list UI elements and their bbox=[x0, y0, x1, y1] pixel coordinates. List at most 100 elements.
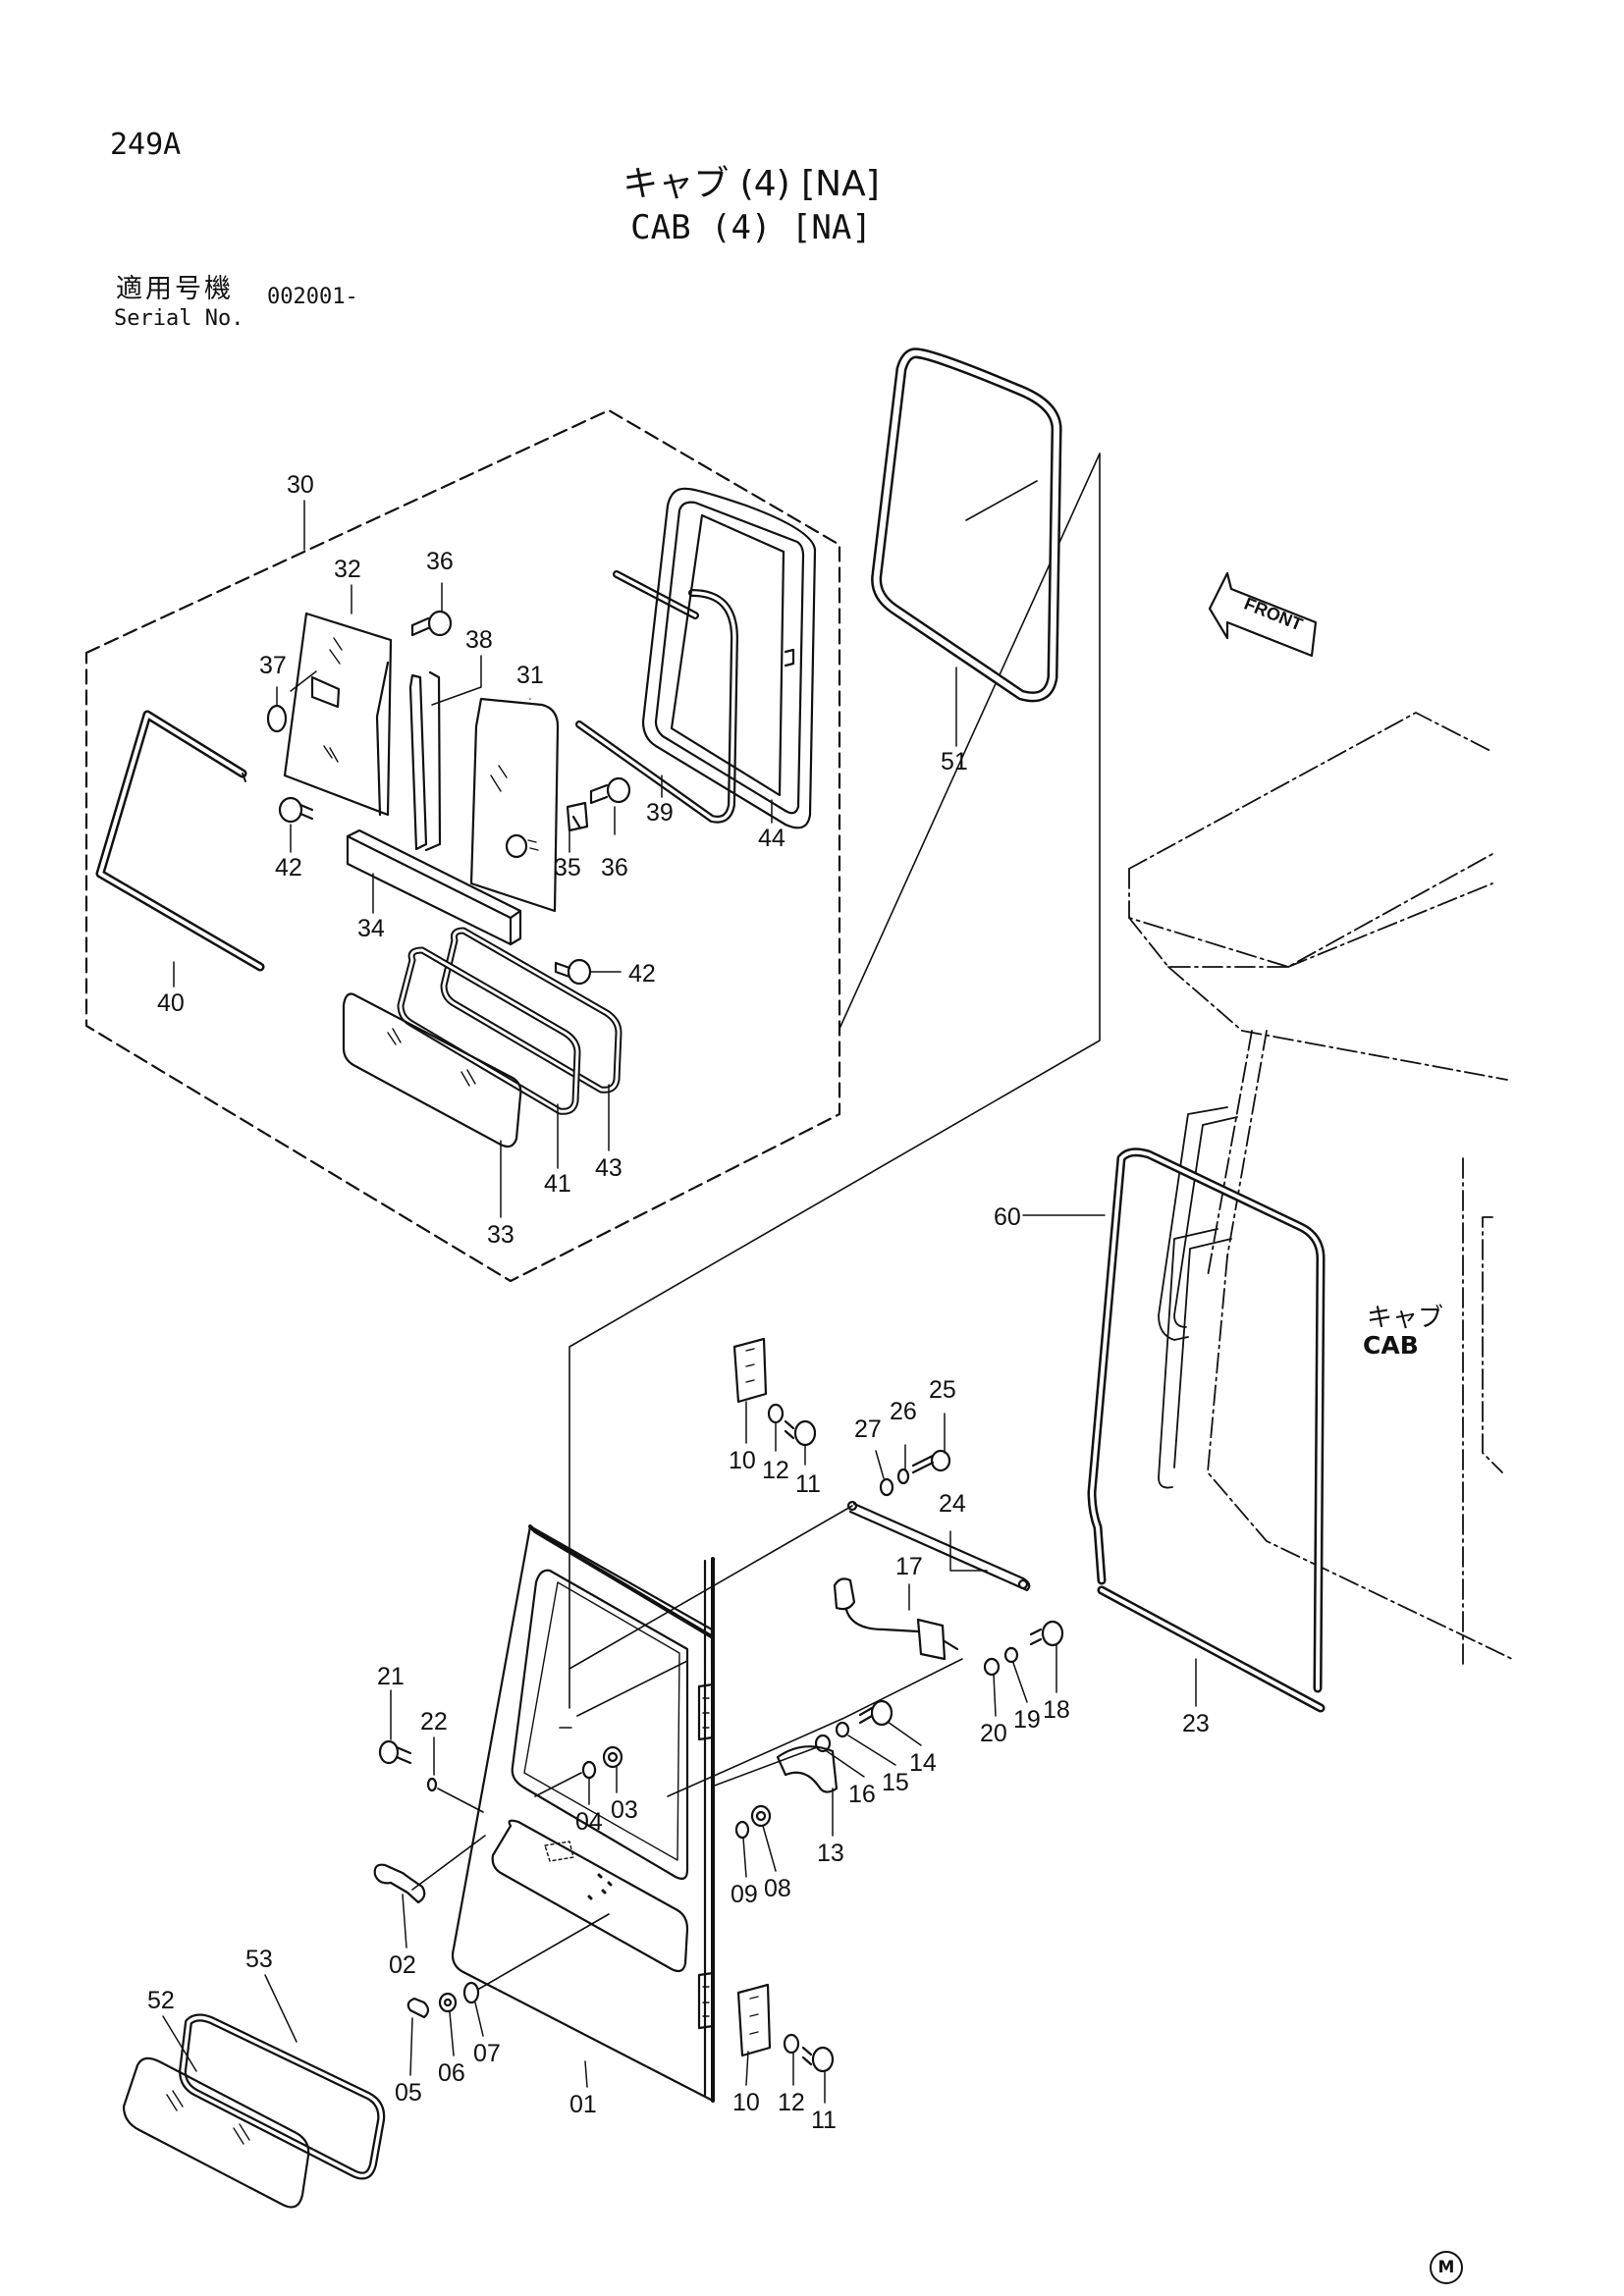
label-60: 60 bbox=[994, 1203, 1021, 1231]
nut-attach-line bbox=[534, 1772, 582, 1797]
label-26: 26 bbox=[890, 1398, 917, 1425]
label-21: 21 bbox=[377, 1663, 405, 1690]
label-27: 27 bbox=[854, 1415, 882, 1443]
label-35: 35 bbox=[554, 854, 581, 881]
bolt-11-lower bbox=[801, 2046, 835, 2073]
label-15: 15 bbox=[882, 1769, 909, 1796]
washer-09 bbox=[734, 1820, 750, 1840]
handle-attach-line bbox=[711, 1746, 818, 1788]
front-label: FRONT bbox=[1241, 594, 1305, 635]
model-mark: M bbox=[1430, 2251, 1463, 2284]
washer-16 bbox=[814, 1734, 832, 1753]
label-32: 32 bbox=[334, 556, 361, 583]
kit-to-door-leader bbox=[568, 453, 1101, 1709]
hinge-10-lower bbox=[736, 1983, 772, 2057]
leader-lines bbox=[162, 500, 1197, 2104]
channel-frame-39 bbox=[575, 570, 738, 824]
label-36-upper: 36 bbox=[426, 548, 454, 575]
bolt-25 bbox=[911, 1449, 951, 1474]
label-12-lower: 12 bbox=[778, 2089, 805, 2116]
washer-19 bbox=[1003, 1646, 1019, 1664]
label-23: 23 bbox=[1182, 1710, 1210, 1737]
rod-attach-line bbox=[559, 1505, 853, 1729]
serial-number-value: 002001- bbox=[267, 285, 358, 309]
screw-42-right bbox=[554, 958, 622, 986]
seal-43 bbox=[440, 927, 623, 1094]
door-hinge-lower bbox=[697, 1971, 715, 2030]
bolt-attach-line bbox=[437, 1788, 484, 1813]
seal-strip-23 bbox=[1097, 1585, 1326, 1713]
stay-rod-24 bbox=[846, 1500, 1031, 1592]
label-10-lower: 10 bbox=[732, 2089, 760, 2116]
door-hinge-upper bbox=[697, 1682, 715, 1741]
bolt-11-upper bbox=[784, 1419, 817, 1447]
label-51: 51 bbox=[941, 748, 968, 775]
label-40: 40 bbox=[157, 989, 185, 1017]
screw-36-lower bbox=[589, 776, 631, 805]
washer-12-upper bbox=[767, 1403, 785, 1424]
handle-13 bbox=[776, 1745, 839, 1793]
label-10-upper: 10 bbox=[729, 1447, 756, 1474]
label-14: 14 bbox=[909, 1749, 937, 1777]
label-44: 44 bbox=[758, 825, 785, 852]
label-05: 05 bbox=[395, 2079, 422, 2107]
label-11-lower: 11 bbox=[811, 2107, 837, 2134]
latch-17 bbox=[833, 1577, 959, 1661]
label-53: 53 bbox=[245, 1946, 273, 1973]
window-frame-44 bbox=[641, 487, 817, 829]
label-19: 19 bbox=[1013, 1706, 1041, 1734]
window-kit-group-outline bbox=[84, 408, 841, 1283]
label-24: 24 bbox=[939, 1490, 966, 1518]
door-seal-60 bbox=[1087, 1148, 1326, 1693]
washer-26 bbox=[896, 1468, 910, 1485]
label-12-upper: 12 bbox=[762, 1457, 789, 1484]
label-34: 34 bbox=[357, 915, 385, 942]
label-30: 30 bbox=[287, 471, 314, 499]
label-01: 01 bbox=[569, 2091, 597, 2118]
washer-22 bbox=[426, 1777, 438, 1792]
bolt-14 bbox=[858, 1699, 893, 1727]
label-13: 13 bbox=[817, 1840, 844, 1867]
washer-04 bbox=[581, 1760, 597, 1780]
cab-label-japanese: キャブ bbox=[1367, 1304, 1444, 1333]
glass-52 bbox=[122, 2056, 310, 2209]
part-number-labels: 30 32 36 37 38 31 39 44 51 40 42 34 35 3… bbox=[147, 471, 1210, 2134]
label-33: 33 bbox=[487, 1221, 514, 1249]
label-07: 07 bbox=[473, 2040, 501, 2067]
label-36-lower: 36 bbox=[601, 854, 628, 881]
nut-06 bbox=[438, 1992, 458, 2013]
washer-07 bbox=[462, 1981, 480, 2004]
channel-seal-40 bbox=[95, 710, 265, 972]
washer-27 bbox=[879, 1477, 894, 1497]
label-06: 06 bbox=[438, 2059, 465, 2087]
door-01 bbox=[451, 1524, 715, 2103]
label-08: 08 bbox=[764, 1875, 791, 1902]
cab-body bbox=[1128, 712, 1513, 1670]
bolt-18 bbox=[1029, 1620, 1064, 1647]
channel-38 bbox=[408, 670, 442, 852]
label-02: 02 bbox=[389, 1951, 416, 1979]
catch-attach-line bbox=[478, 1913, 610, 1990]
nut-03 bbox=[602, 1745, 623, 1769]
label-42-left: 42 bbox=[275, 854, 302, 881]
rail-34 bbox=[346, 828, 522, 946]
screw-36-upper bbox=[410, 610, 453, 637]
label-37: 37 bbox=[259, 652, 287, 679]
front-direction-arrow: FRONT bbox=[1208, 571, 1318, 658]
label-03: 03 bbox=[611, 1796, 638, 1824]
label-38: 38 bbox=[465, 626, 493, 654]
label-25: 25 bbox=[929, 1376, 956, 1404]
label-16: 16 bbox=[848, 1781, 876, 1808]
washer-20 bbox=[983, 1657, 1001, 1677]
screw-42-left bbox=[278, 796, 314, 824]
washer-15 bbox=[835, 1721, 850, 1738]
nut-08 bbox=[750, 1804, 772, 1828]
catch-05 bbox=[406, 1997, 430, 2019]
label-11-upper: 11 bbox=[795, 1470, 821, 1498]
label-39: 39 bbox=[646, 799, 674, 827]
catch-02 bbox=[373, 1835, 486, 1904]
label-43: 43 bbox=[595, 1154, 623, 1182]
label-42-right: 42 bbox=[628, 960, 656, 988]
cab-handrail bbox=[1158, 1106, 1238, 1489]
